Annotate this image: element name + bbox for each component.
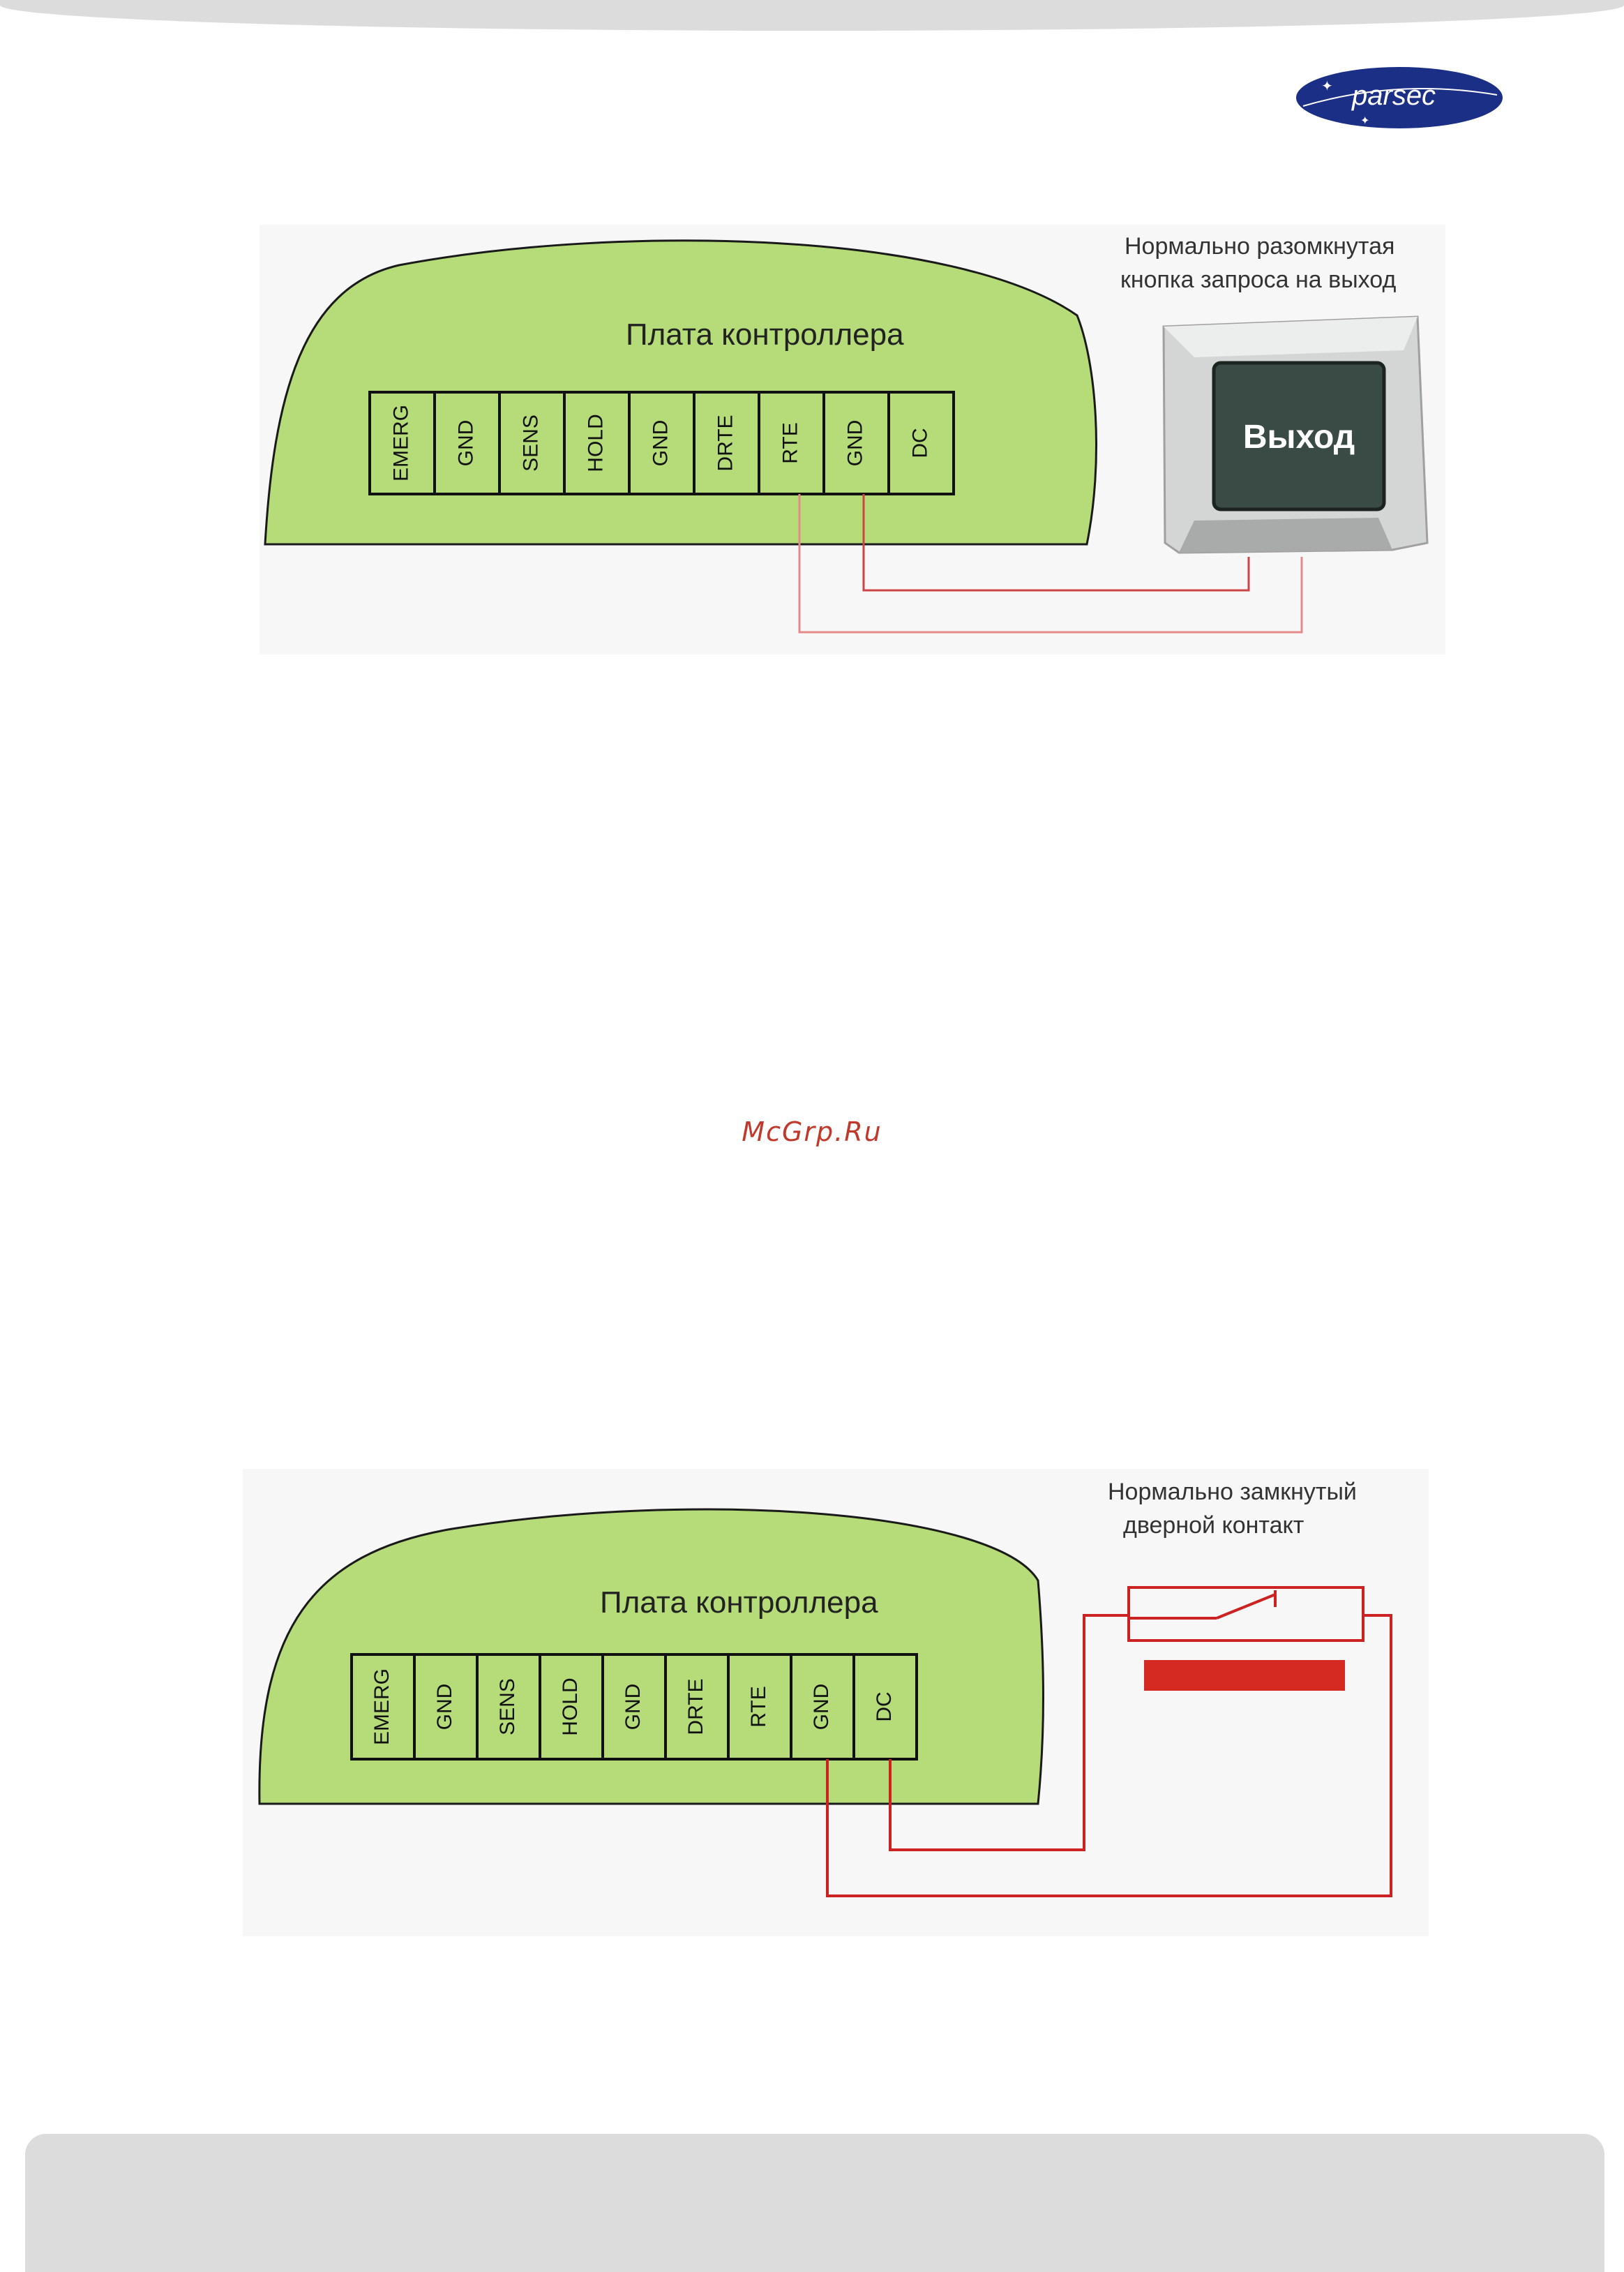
terminal-label: GND (843, 420, 866, 467)
terminal-label: EMERG (389, 405, 412, 481)
terminal-label: RTE (747, 1686, 770, 1727)
parsec-logo: parsec ✦ ✦ (1293, 64, 1505, 131)
terminal-label: DRTE (714, 414, 737, 471)
terminal-label: GND (454, 420, 477, 467)
watermark: McGrp.Ru (0, 1116, 1624, 1147)
terminal-label: DRTE (684, 1678, 707, 1735)
caption-line-1: Нормально разомкнутая (1125, 233, 1394, 260)
terminal-label: SENS (519, 414, 542, 472)
exit-button-wiring-diagram: Плата контроллера EMERG GND SENS HOLD GND DRT… (260, 225, 1445, 655)
board-title: Плата контроллера (626, 317, 904, 352)
terminal-label: HOLD (584, 414, 607, 472)
terminal-label: DC (908, 428, 931, 458)
terminal-label: SENS (496, 1678, 519, 1735)
terminal-label: DC (873, 1691, 896, 1721)
caption-line-1: Нормально замкнутый (1108, 1479, 1357, 1505)
caption-line-2: дверной контакт (1123, 1512, 1304, 1539)
exit-button-label: Выход (1243, 419, 1355, 456)
terminal-label: HOLD (559, 1677, 582, 1735)
terminal-label: GND (810, 1684, 833, 1731)
svg-text:✦: ✦ (1321, 79, 1333, 94)
logo-wordmark: parsec (1351, 80, 1436, 111)
terminal-label: GND (622, 1684, 645, 1731)
terminal-label: EMERG (370, 1668, 393, 1745)
footer-band (25, 2134, 1604, 2272)
door-contact-wiring-diagram: Плата контроллера EMERG GND SENS HOLD GND DRT… (243, 1469, 1429, 1936)
svg-text:✦: ✦ (1360, 115, 1369, 127)
caption-line-2: кнопка запроса на выход (1120, 267, 1396, 293)
board-title: Плата контроллера (600, 1585, 878, 1620)
terminal-label: RTE (779, 422, 802, 463)
door-contact (1129, 1587, 1363, 1691)
exit-button: Выход (1164, 317, 1427, 553)
terminal-label: GND (649, 420, 672, 467)
terminal-label: GND (433, 1684, 456, 1731)
header-band (0, 0, 1624, 31)
magnet-bar (1144, 1660, 1345, 1691)
